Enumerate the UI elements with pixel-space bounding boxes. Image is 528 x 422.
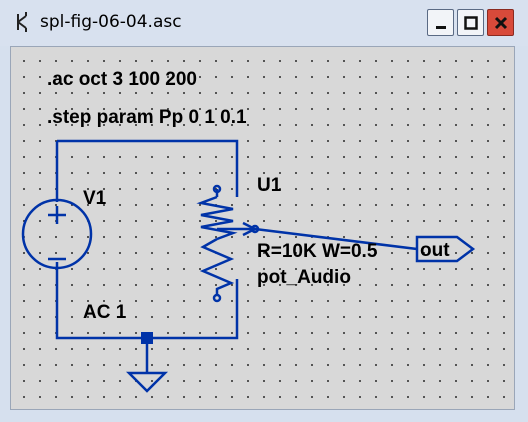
minimize-button[interactable] <box>427 9 454 36</box>
net-label[interactable]: out <box>420 240 450 261</box>
maximize-button[interactable] <box>457 9 484 36</box>
source-value[interactable]: AC 1 <box>83 302 127 323</box>
schematic-canvas[interactable]: .ac oct 3 100 200 .step param Pp 0 1 0.1… <box>10 46 515 410</box>
junction-dot <box>141 332 153 344</box>
title-bar[interactable]: spl-fig-06-04.asc <box>0 0 528 46</box>
pot-model[interactable]: pot_Audio <box>257 267 351 288</box>
ltspice-schematic-icon <box>17 12 27 32</box>
pot-params[interactable]: R=10K W=0.5 <box>257 241 378 262</box>
maximize-icon <box>464 16 478 30</box>
step-directive[interactable]: .step param Pp 0 1 0.1 <box>47 107 247 128</box>
schematic-drawing: .ac oct 3 100 200 .step param Pp 0 1 0.1… <box>21 69 476 393</box>
voltage-source-symbol[interactable] <box>21 198 93 270</box>
source-name[interactable]: V1 <box>83 188 107 209</box>
net-flag-symbol[interactable] <box>415 235 476 263</box>
close-icon <box>494 16 508 30</box>
wire-wiper-out <box>254 227 418 251</box>
ac-directive[interactable]: .ac oct 3 100 200 <box>47 69 197 90</box>
wire-top <box>57 139 239 189</box>
pot-name[interactable]: U1 <box>257 175 282 196</box>
wires[interactable] <box>55 139 418 373</box>
potentiometer-symbol[interactable] <box>196 184 260 303</box>
window-title: spl-fig-06-04.asc <box>40 12 182 32</box>
close-button[interactable] <box>487 9 514 36</box>
minimize-icon <box>436 26 446 29</box>
ground-symbol[interactable] <box>125 371 169 393</box>
